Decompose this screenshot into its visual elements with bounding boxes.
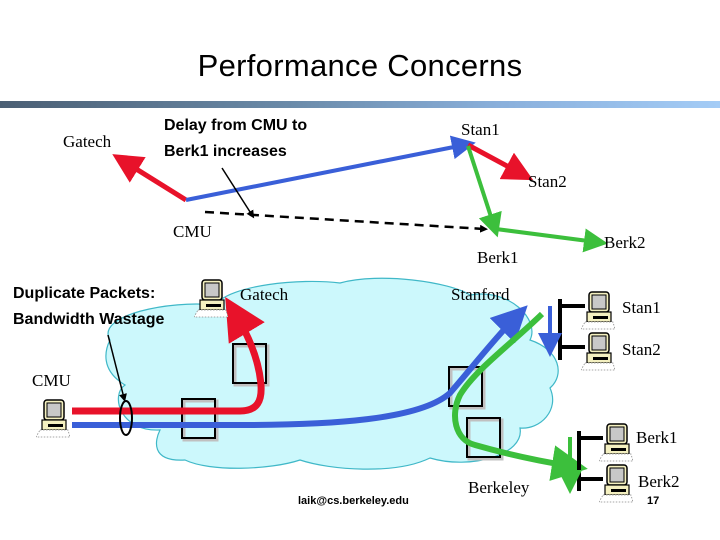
- edge-berk1-berk2: [495, 227, 608, 253]
- label-top-gatech: Gatech: [63, 132, 112, 151]
- label-host-berk2: Berk2: [638, 472, 680, 491]
- computer-icon-berk1: [599, 423, 633, 462]
- delay-annotation-line1: Delay from CMU to: [164, 117, 308, 134]
- internet-cloud: [105, 277, 559, 470]
- data-paths: [72, 296, 588, 481]
- label-site-berkeley: Berkeley: [468, 478, 530, 497]
- label-top-berk1: Berk1: [477, 248, 519, 267]
- computer-icon-stan1: [581, 291, 615, 330]
- path-blue-cmu-stanford: [72, 305, 528, 428]
- label-site-cmu: CMU: [32, 371, 71, 390]
- computer-icon-berk2: [599, 464, 633, 503]
- label-top-berk2: Berk2: [604, 233, 646, 252]
- page-number: 17: [647, 495, 660, 507]
- top-tree-diagram: [112, 135, 608, 253]
- duplicate-packets-marker: [107, 334, 133, 436]
- path-green-stanford-berkeley: [452, 311, 588, 481]
- delay-pointer-arrow: [221, 167, 255, 219]
- label-host-stan2: Stan2: [622, 340, 661, 359]
- edge-stan1-berk1: [466, 145, 502, 238]
- label-top-cmu: CMU: [173, 222, 212, 241]
- edge-cmu-gatech: [112, 154, 188, 203]
- computer-icon-stan2: [581, 332, 615, 371]
- delay-dashed-path: [204, 210, 488, 233]
- duplicate-annotation-line2: Bandwidth Wastage: [13, 311, 165, 328]
- stanford-lan: [538, 299, 585, 360]
- path-red-cmu-gatech: [72, 296, 265, 415]
- title-divider-bar: [0, 101, 720, 108]
- computer-icon-cmu: [36, 399, 70, 438]
- label-host-berk1: Berk1: [636, 428, 678, 447]
- label-top-stan1: Stan1: [461, 120, 500, 139]
- duplicate-annotation-line1: Duplicate Packets:: [13, 285, 156, 302]
- slide-title: Performance Concerns: [197, 48, 523, 83]
- label-top-stan2: Stan2: [528, 172, 567, 191]
- edge-cmu-stan1: [185, 135, 476, 202]
- label-host-stan1: Stan1: [622, 298, 661, 317]
- berkeley-lan: [558, 431, 603, 494]
- router-cmu: [182, 399, 219, 442]
- delay-annotation-line2: Berk1 increases: [164, 143, 287, 160]
- computer-icon-gatech: [194, 279, 228, 318]
- label-site-gatech: Gatech: [240, 285, 289, 304]
- edge-stan1-stan2: [466, 142, 534, 181]
- footer-email: laik@cs.berkeley.edu: [298, 495, 409, 507]
- label-site-stanford: Stanford: [451, 285, 510, 304]
- duplicate-pointer-arrow: [107, 334, 127, 402]
